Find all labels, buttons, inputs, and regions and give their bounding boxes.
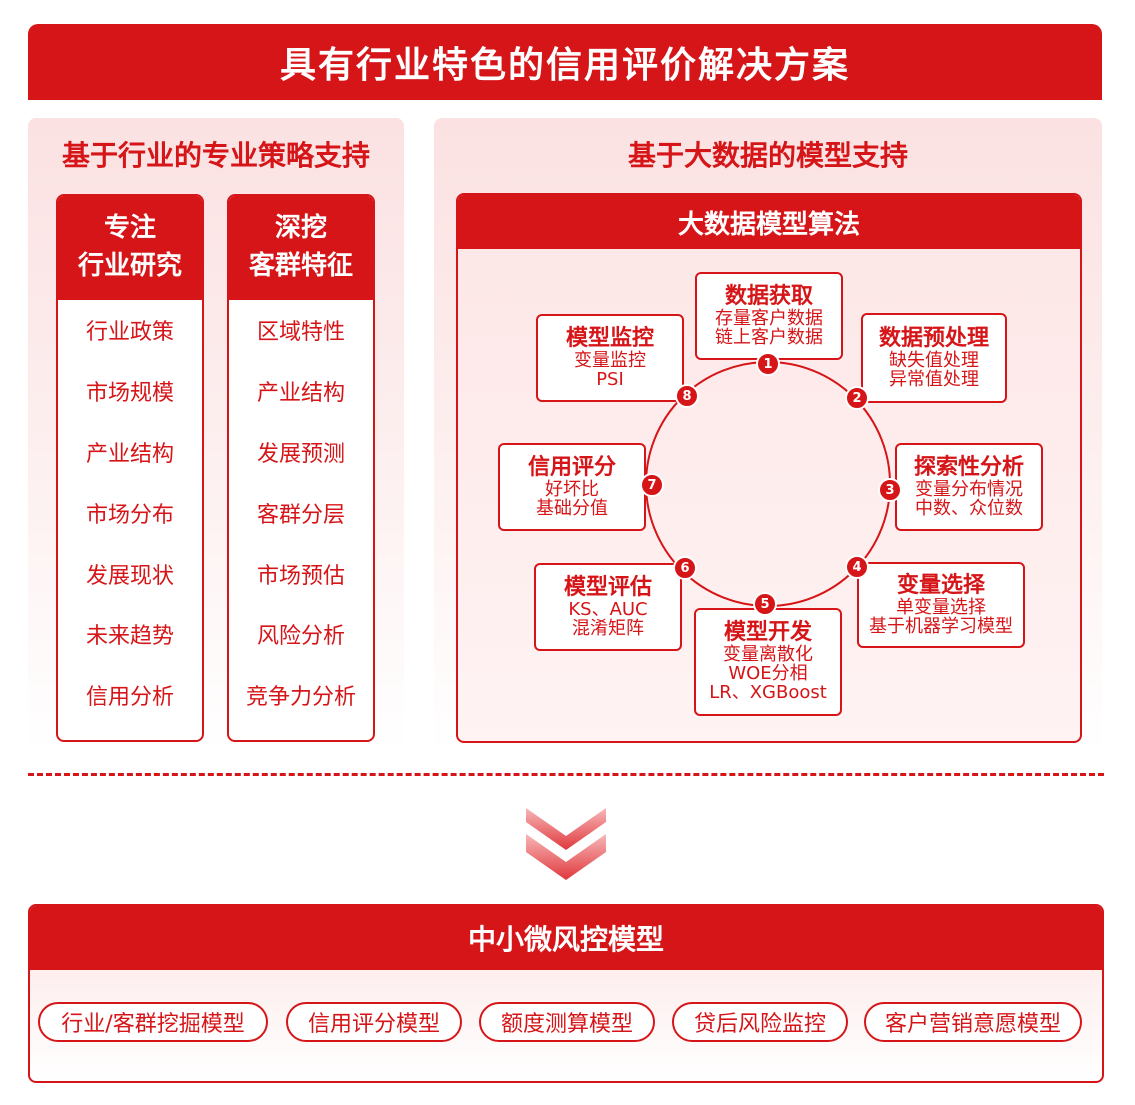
- step-line: WOE分相: [728, 663, 808, 685]
- list-item: 产业结构: [85, 441, 174, 467]
- algorithm-title: 大数据模型算法: [458, 195, 1080, 249]
- section-divider: [28, 773, 1104, 776]
- list-item: 产业结构: [256, 381, 345, 407]
- list-item: 信用分析: [85, 685, 174, 711]
- right-panel-title: 基于大数据的模型支持: [627, 139, 908, 172]
- step-line: 缺失值处理: [889, 349, 979, 371]
- step-line: 异常值处理: [889, 368, 979, 390]
- step-number-3: 3: [878, 478, 902, 502]
- column-header: 专注 行业研究: [58, 196, 202, 300]
- list-item: 市场预估: [256, 563, 345, 589]
- list-item: 风险分析: [256, 624, 345, 650]
- list-item: 区域特性: [256, 320, 345, 346]
- step-number-1: 1: [756, 352, 780, 376]
- step-line: PSI: [596, 368, 624, 390]
- step-number-6: 6: [673, 556, 697, 580]
- step-number-5: 5: [753, 592, 777, 616]
- step-number-8: 8: [675, 384, 699, 408]
- bottom-section: 中小微风控模型: [28, 904, 1104, 1083]
- step-title: 信用评分: [527, 454, 616, 480]
- step-line: 基于机器学习模型: [869, 615, 1013, 637]
- list-item: 未来趋势: [85, 624, 174, 650]
- chevron-down-icon: [526, 808, 606, 880]
- step-line: 好坏比: [545, 478, 599, 500]
- left-panel-title: 基于行业的专业策略支持: [61, 139, 370, 172]
- pill-industry-mining-model: 行业/客群挖掘模型: [38, 1002, 268, 1042]
- step-box-credit-scoring: 信用评分 好坏比 基础分值: [498, 443, 646, 531]
- step-number-7: 7: [640, 473, 664, 497]
- step-title: 模型开发: [723, 620, 812, 646]
- step-box-model-evaluation: 模型评估 KS、AUC 混淆矩阵: [534, 563, 682, 651]
- list-item: 发展预测: [256, 441, 345, 467]
- column-customer-features: 深挖 客群特征 区域特性 产业结构 发展预测 客群分层 市场预估 风险分析 竞争…: [227, 194, 375, 742]
- list-item: 竞争力分析: [245, 685, 356, 711]
- step-line: 存量客户数据: [715, 307, 823, 329]
- column-header: 深挖 客群特征: [229, 196, 373, 300]
- pill-limit-model: 额度测算模型: [479, 1002, 655, 1042]
- step-line: 变量离散化: [723, 644, 813, 666]
- step-box-variable-selection: 变量选择 单变量选择 基于机器学习模型: [857, 562, 1025, 648]
- step-line: 变量监控: [574, 349, 646, 371]
- column-header-line: 专注: [103, 213, 156, 244]
- column-header-line: 客群特征: [248, 251, 353, 281]
- pill-marketing-intention-model: 客户营销意愿模型: [864, 1002, 1082, 1042]
- step-box-exploratory-analysis: 探索性分析 变量分布情况 中数、众位数: [895, 443, 1043, 531]
- column-header-line: 行业研究: [77, 251, 182, 281]
- list-item: 发展现状: [85, 563, 174, 589]
- step-box-data-acquisition: 数据获取 存量客户数据 链上客户数据: [695, 272, 843, 360]
- column-industry-research: 专注 行业研究 行业政策 市场规模 产业结构 市场分布 发展现状 未来趋势 信用…: [56, 194, 204, 742]
- column-header-line: 深挖: [274, 213, 327, 244]
- step-line: KS、AUC: [568, 598, 648, 620]
- page-title: 具有行业特色的信用评价解决方案: [28, 24, 1102, 100]
- step-line: 链上客户数据: [715, 326, 823, 348]
- list-item: 行业政策: [85, 320, 174, 346]
- bottom-title: 中小微风控模型: [30, 906, 1102, 970]
- list-item: 客群分层: [256, 502, 345, 528]
- step-title: 探索性分析: [913, 454, 1024, 480]
- step-title: 数据预处理: [878, 325, 989, 351]
- step-line: 中数、众位数: [915, 497, 1023, 519]
- list-item: 市场分布: [85, 502, 174, 528]
- step-title: 模型监控: [565, 325, 654, 351]
- step-line: 单变量选择: [896, 596, 986, 618]
- step-title: 数据获取: [724, 283, 813, 309]
- pill-post-loan-monitoring: 贷后风险监控: [672, 1002, 848, 1042]
- step-line: LR、XGBoost: [709, 681, 827, 703]
- step-line: 变量分布情况: [915, 478, 1023, 500]
- step-box-preprocessing: 数据预处理 缺失值处理 异常值处理: [861, 313, 1007, 403]
- step-number-4: 4: [845, 555, 869, 579]
- step-number-2: 2: [845, 386, 869, 410]
- step-line: 混淆矩阵: [572, 617, 644, 639]
- step-title: 变量选择: [896, 572, 985, 598]
- pill-credit-score-model: 信用评分模型: [286, 1002, 462, 1042]
- step-title: 模型评估: [563, 574, 652, 600]
- step-line: 基础分值: [536, 497, 608, 519]
- list-item: 市场规模: [85, 381, 174, 407]
- step-box-model-development: 模型开发 变量离散化 WOE分相 LR、XGBoost: [694, 608, 842, 716]
- step-box-model-monitoring: 模型监控 变量监控 PSI: [536, 314, 684, 402]
